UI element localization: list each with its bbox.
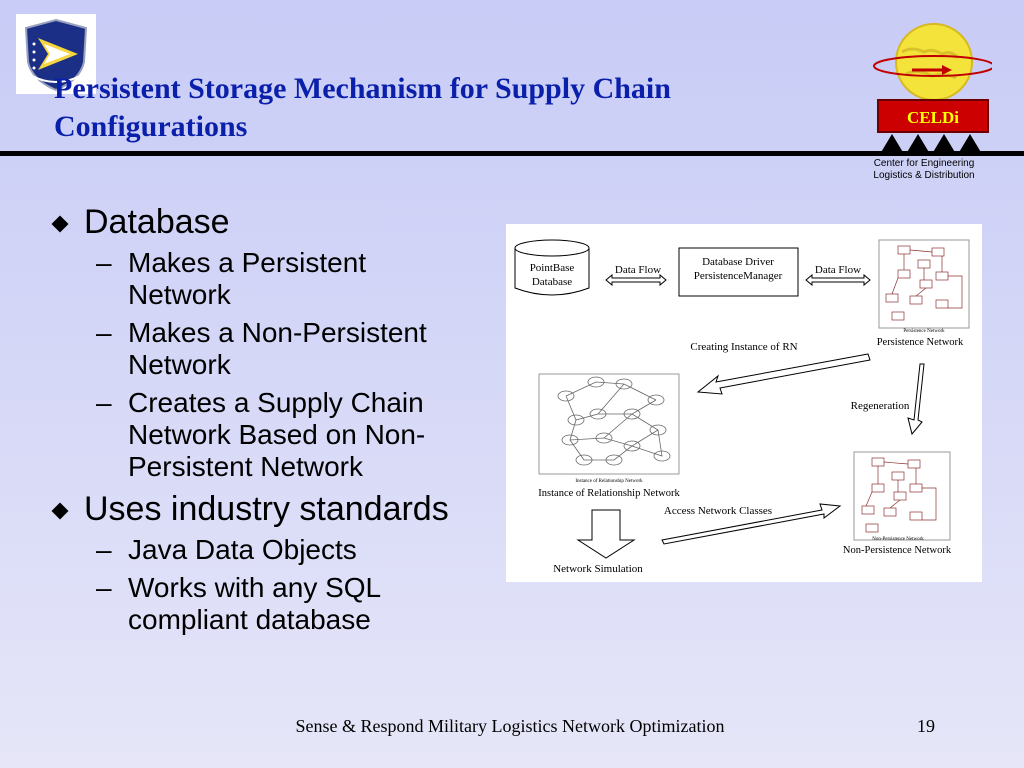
diamond-bullet-icon bbox=[51, 502, 69, 520]
celdi-logo: CELDi bbox=[873, 23, 992, 154]
architecture-diagram: PointBase Database Data Flow Database Dr… bbox=[506, 224, 982, 582]
regeneration-arrow bbox=[907, 363, 925, 436]
celdi-logo-text: CELDi bbox=[907, 108, 959, 127]
non-persistence-thumb bbox=[853, 451, 951, 541]
persistence-network-label: Persistence Network bbox=[877, 337, 964, 348]
celdi-caption-line2: Logistics & Distribution bbox=[873, 170, 975, 181]
celdi-caption-line1: Center for Engineering bbox=[873, 158, 975, 169]
access-classes-label: Access Network Classes bbox=[664, 505, 772, 517]
title-divider bbox=[0, 151, 1024, 156]
network-graph bbox=[557, 376, 671, 466]
sub-bullet-text: Creates a Supply Chain Network Based on … bbox=[128, 387, 426, 482]
data-flow-left-label: Data Flow bbox=[615, 264, 661, 276]
bullet-text: Database bbox=[84, 203, 230, 241]
data-flow-left-arrow bbox=[605, 273, 667, 287]
irn-thumb bbox=[538, 373, 680, 475]
simulation-label: Network Simulation bbox=[553, 563, 643, 575]
simulation-down-arrow bbox=[576, 509, 636, 559]
page-number: 19 bbox=[917, 716, 935, 736]
bullet-text: Uses industry standards bbox=[84, 490, 449, 528]
non-persistence-tiny-caption: Non-Persistence Network bbox=[872, 537, 924, 542]
database-driver-box bbox=[678, 247, 799, 297]
database-cylinder-top bbox=[514, 239, 590, 257]
driver-label-line2: PersistenceManager bbox=[694, 270, 783, 282]
dash-icon: – bbox=[96, 247, 112, 278]
irn-label: Instance of Relationship Network bbox=[538, 488, 680, 499]
sub-bullet-text: Makes a Non-Persistent Network bbox=[128, 317, 427, 380]
sub-bullet-group: –Java Data Objects –Works with any SQL c… bbox=[48, 534, 468, 636]
dash-icon: – bbox=[96, 572, 112, 603]
persistence-tiny-caption: Persistence Network bbox=[903, 329, 945, 334]
db-label-line2: Database bbox=[532, 276, 572, 288]
data-flow-right-arrow bbox=[805, 273, 871, 287]
persistence-schematic bbox=[885, 245, 963, 321]
dash-icon: – bbox=[96, 317, 112, 348]
access-classes-arrow bbox=[661, 503, 842, 545]
dash-icon: – bbox=[96, 534, 112, 565]
bullet-database: Database bbox=[48, 204, 468, 241]
bullet-list: Database –Makes a Persistent Network –Ma… bbox=[48, 204, 468, 644]
sub-bullet: –Works with any SQL compliant database bbox=[48, 572, 468, 636]
regeneration-label: Regeneration bbox=[851, 400, 910, 412]
celdi-caption: Center for Engineering Logistics & Distr… bbox=[840, 158, 1008, 182]
dash-icon: – bbox=[96, 387, 112, 418]
non-persistence-schematic bbox=[861, 457, 937, 533]
sub-bullet: –Creates a Supply Chain Network Based on… bbox=[48, 387, 468, 483]
db-label-line1: PointBase bbox=[530, 262, 575, 274]
sub-bullet-text: Makes a Persistent Network bbox=[128, 247, 367, 310]
sub-bullet-text: Java Data Objects bbox=[128, 534, 357, 565]
data-flow-right-label: Data Flow bbox=[815, 264, 861, 276]
sub-bullet: –Java Data Objects bbox=[48, 534, 468, 566]
bullet-standards: Uses industry standards bbox=[48, 491, 468, 528]
driver-label-line1: Database Driver bbox=[702, 256, 774, 268]
database-cylinder bbox=[514, 248, 590, 296]
creating-instance-arrow bbox=[696, 353, 871, 395]
sub-bullet: –Makes a Non-Persistent Network bbox=[48, 317, 468, 381]
afrl-shield-logo bbox=[16, 14, 96, 94]
creating-instance-label: Creating Instance of RN bbox=[690, 341, 797, 353]
slide-title: Persistent Storage Mechanism for Supply … bbox=[54, 72, 671, 143]
persistence-network-thumb bbox=[878, 239, 970, 329]
sub-bullet: –Makes a Persistent Network bbox=[48, 247, 468, 311]
diamond-bullet-icon bbox=[51, 215, 69, 233]
non-persistence-label: Non-Persistence Network bbox=[843, 545, 952, 556]
sub-bullet-text: Works with any SQL compliant database bbox=[128, 572, 381, 635]
sub-bullet-group: –Makes a Persistent Network –Makes a Non… bbox=[48, 247, 468, 483]
irn-tiny-caption: Instance of Relationship Network bbox=[575, 479, 643, 484]
slide-footer: Sense & Respond Military Logistics Netwo… bbox=[295, 716, 725, 736]
